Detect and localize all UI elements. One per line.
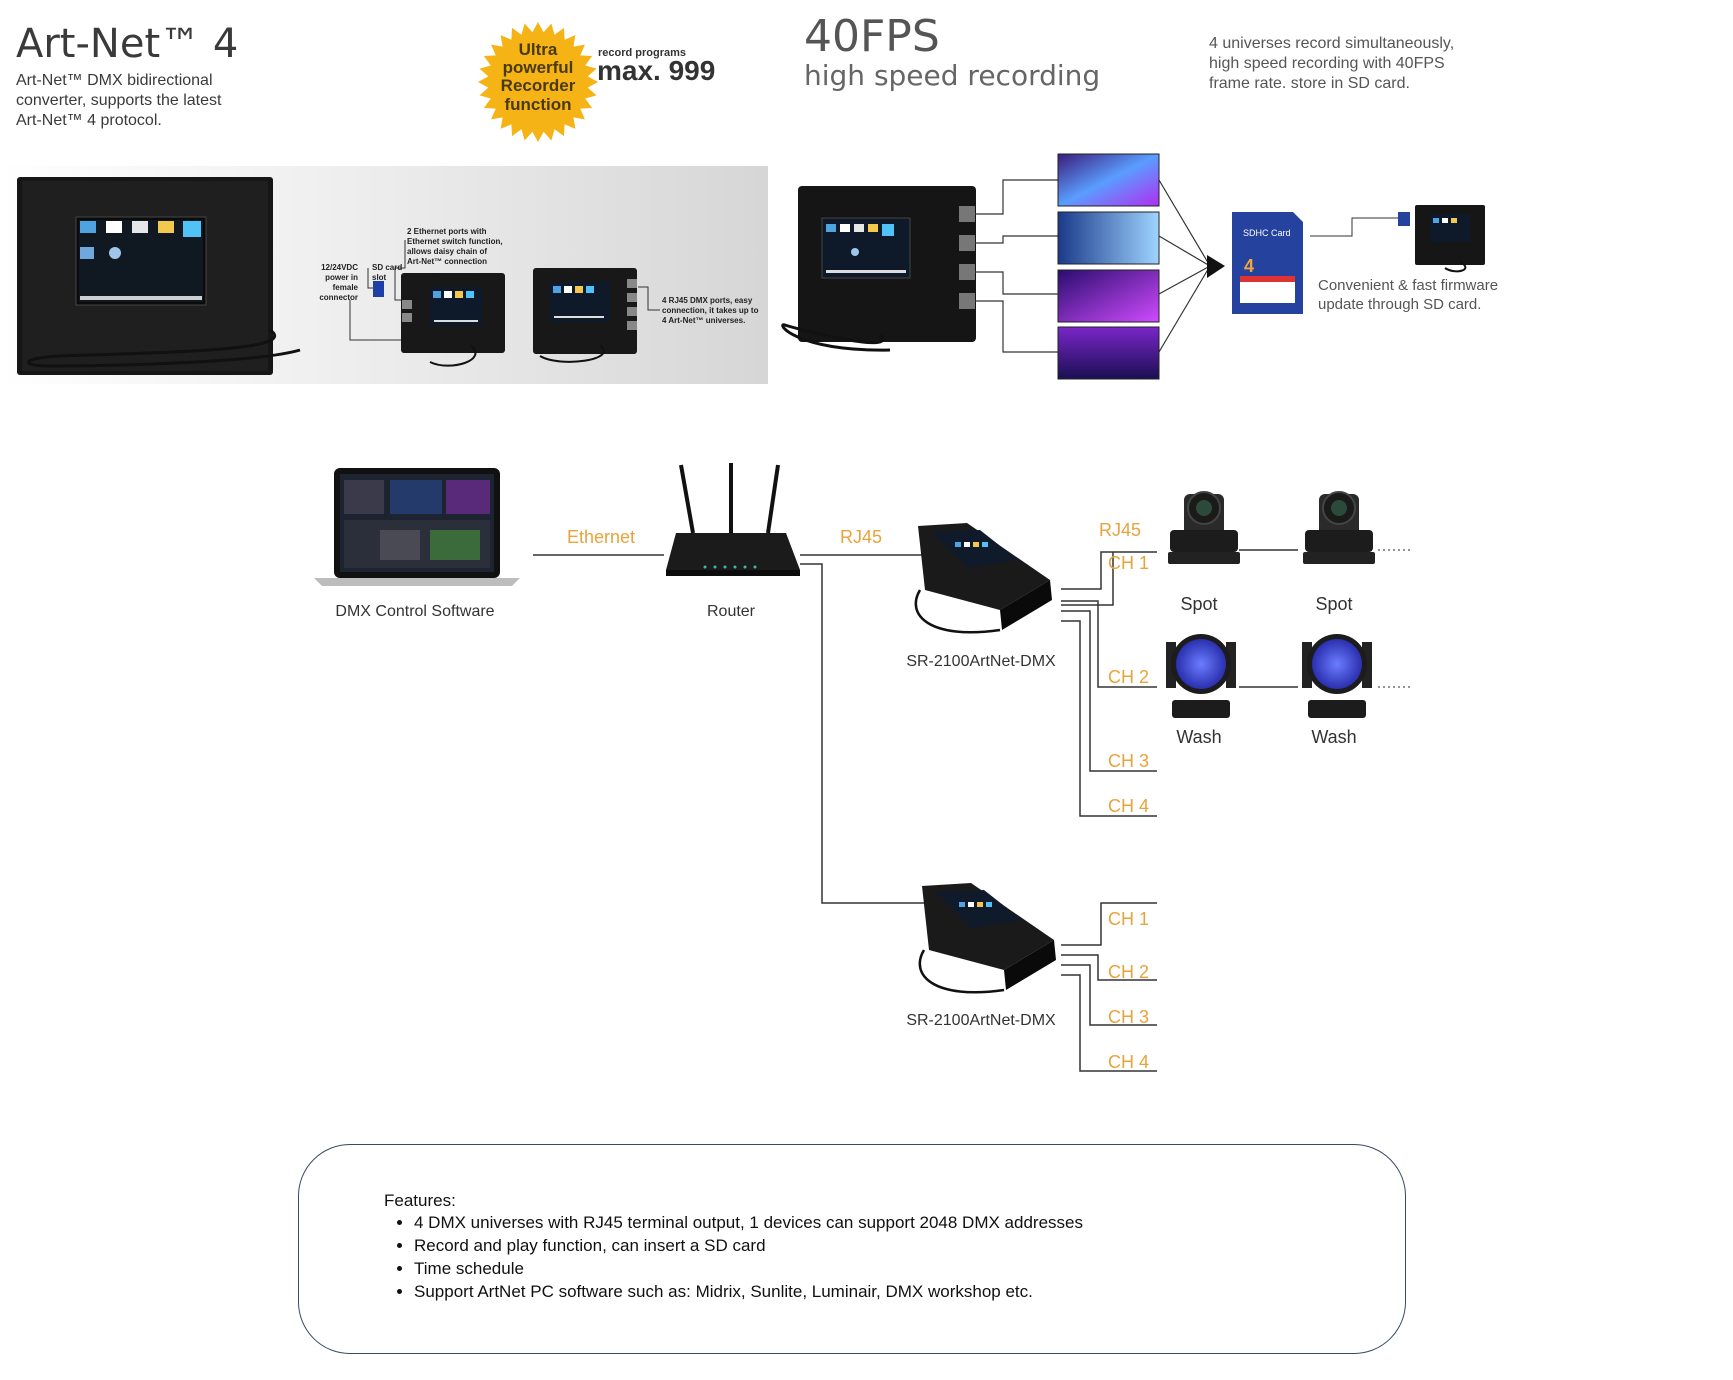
recording-screen-4 — [1057, 326, 1160, 380]
sd-card-small — [373, 281, 384, 297]
device-rear-photo — [533, 268, 637, 363]
wash-fixture-2-icon — [1302, 634, 1372, 718]
fixture-links — [1239, 549, 1298, 688]
features-content: Features: 4 DMX universes with RJ45 term… — [384, 1191, 1083, 1305]
recorder-device-large — [781, 186, 976, 352]
d2-ch3: CH 3 — [1108, 1007, 1149, 1027]
device-2-channel-lines — [1061, 902, 1157, 1072]
d2-ch2: CH 2 — [1108, 962, 1149, 982]
wash-fixture-1-icon — [1166, 634, 1236, 718]
photo-callout-lines — [349, 240, 660, 341]
computer-label: DMX Control Software — [335, 603, 494, 620]
d1-ch3: CH 3 — [1108, 751, 1149, 771]
artnet-device-1-icon — [914, 523, 1052, 634]
merge-arrow-icon — [1207, 255, 1225, 278]
d1-ch4: CH 4 — [1108, 796, 1149, 816]
d1-ch1: CH 1 — [1108, 553, 1149, 573]
spot-label-2: Spot — [1315, 594, 1352, 614]
feature-item: Record and play function, can insert a S… — [414, 1236, 1083, 1255]
rj45-top-label: RJ45 — [1099, 520, 1141, 540]
spot-label-1: Spot — [1180, 594, 1217, 614]
wash-label-1: Wash — [1176, 727, 1221, 747]
sd-card-icon: SDHC Card 4 — [1232, 212, 1303, 314]
artnet-device-2-icon — [918, 883, 1056, 994]
router-icon — [666, 463, 800, 576]
device-2-label: SR-2100ArtNet-DMX — [906, 1012, 1056, 1029]
d2-ch4: CH 4 — [1108, 1052, 1149, 1072]
spot-fixture-1-icon — [1168, 491, 1240, 564]
features-list: 4 DMX universes with RJ45 terminal outpu… — [384, 1213, 1083, 1301]
router-label: Router — [707, 603, 756, 620]
recording-screen-3 — [1057, 269, 1160, 323]
recorder-device-small — [1415, 205, 1485, 273]
record-programs-value: max. 999 — [597, 55, 715, 86]
feature-item: 4 DMX universes with RJ45 terminal outpu… — [414, 1213, 1083, 1232]
svg-text:4: 4 — [1244, 256, 1254, 276]
ethernet-link-label: Ethernet — [567, 527, 635, 547]
device-1-label: SR-2100ArtNet-DMX — [906, 653, 1056, 670]
continuation-dots — [1378, 549, 1410, 688]
network-lines — [533, 554, 925, 904]
laptop-icon — [314, 468, 520, 586]
product-title: Art-Net™ 4 — [16, 21, 238, 67]
features-box: Features: 4 DMX universes with RJ45 term… — [298, 1144, 1406, 1354]
recording-screen-1 — [1057, 153, 1160, 207]
sd-card-mini — [1398, 212, 1410, 226]
fps-title: 40FPS — [804, 11, 940, 62]
rj45-link-label: RJ45 — [840, 527, 882, 547]
feature-item: Time schedule — [414, 1259, 1083, 1278]
fps-subtitle: high speed recording — [804, 59, 1100, 92]
feature-item: Support ArtNet PC software such as: Midr… — [414, 1282, 1083, 1301]
device-1-channel-lines — [1061, 551, 1157, 817]
device-front-photo — [17, 177, 301, 375]
svg-text:SDHC Card: SDHC Card — [1243, 228, 1291, 238]
universes-text: 4 universes record simultaneously,high s… — [1209, 35, 1454, 92]
record-programs-label: record programs — [598, 47, 686, 59]
features-heading: Features: — [384, 1191, 456, 1210]
firmware-leader-line — [1310, 217, 1398, 237]
d1-ch2: CH 2 — [1108, 667, 1149, 687]
d2-ch1: CH 1 — [1108, 909, 1149, 929]
recording-screen-2 — [1057, 211, 1160, 265]
spot-fixture-2-icon — [1303, 491, 1375, 564]
device-side-photo — [401, 273, 505, 367]
wash-label-2: Wash — [1311, 727, 1356, 747]
port-to-screen-lines — [975, 179, 1211, 353]
